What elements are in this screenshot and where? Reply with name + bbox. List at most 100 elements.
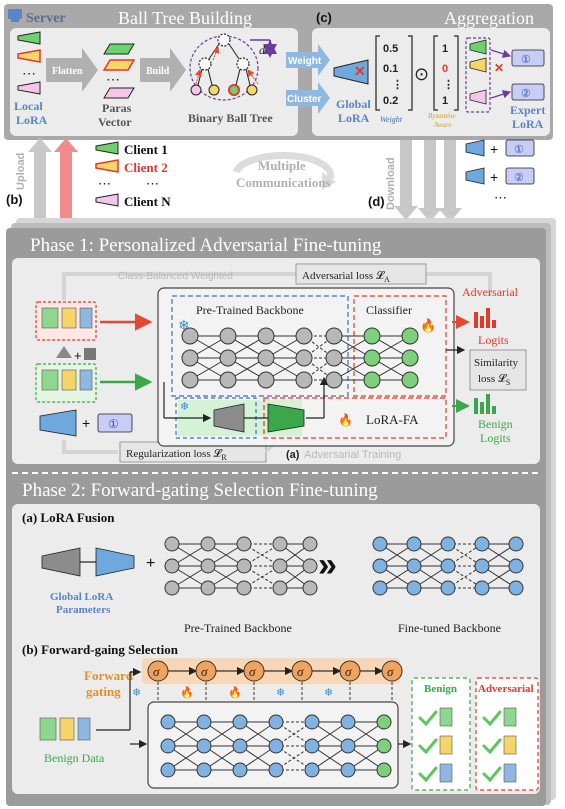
phase1-net-node [219,371,237,389]
svg-text:⋯: ⋯ [22,65,36,81]
gated-net-node [340,738,356,754]
phase1-net-node [295,349,313,367]
dl-pair-2-b [505,167,535,185]
dl-pair-1-a [465,139,485,157]
fusion-double-chevron: » [318,546,337,584]
gated-net-node [160,738,176,754]
adversarial-logits-label-2: Logits [478,333,509,347]
upload-arrow-red-head [54,138,78,152]
gate-unit [381,660,403,682]
server-icon [8,9,22,22]
download-arrow-3-head [438,208,462,222]
gated-net-node [196,762,212,778]
weight-value-1: 0.5 [383,43,398,55]
weight-arrow [286,44,330,76]
phase1-net-node [401,327,419,345]
fusion-finetuned-node [406,580,422,596]
fusion-finetuned-node [474,558,490,574]
fusion-pretrained-nodes [164,536,318,596]
fusion-pretrained-node [236,558,252,574]
fusion-pretrained-node [164,558,180,574]
lora-fa-label: LoRA-FA [366,412,419,427]
client-n-label: Client N [124,194,171,209]
fusion-finetuned-node [372,558,388,574]
fusion-finetuned-label: Fine-tuned Backbone [398,621,501,635]
aggregation-title: Aggregation [444,8,534,28]
check-icon [418,710,438,727]
gated-net-node [160,762,176,778]
fusion-finetuned-node [474,580,490,596]
gated-net-node [376,738,392,754]
reg-loss-label: Regularization loss 𝓛R [126,447,227,462]
section-c-label: (c) [316,10,332,25]
weight-vector [375,35,413,111]
dl-id-2: ② [514,172,524,184]
classifier-fire-icon: 🔥 [420,318,436,333]
check-icon [418,766,438,783]
flatten-arrow [46,48,98,92]
expert-lora-b-2 [511,83,545,101]
expert-cross: ✕ [494,61,504,75]
global-lora-label-1: Global [336,97,371,111]
expert-arrow-2 [490,90,512,99]
dl-pair-2-a [465,167,485,185]
benign-logits-label-1: Benign [478,417,513,431]
phase1-net-node [257,371,275,389]
snowflake-icon: ❄ [324,687,333,699]
fusion-finetuned-node [372,536,388,552]
odot-symbol: ⊙ [414,64,429,84]
download-arrow-1-head [394,206,418,220]
gated-net-node [232,738,248,754]
weight-label: Weight [288,56,322,67]
result-doc [503,707,517,727]
fusion-lora-b [95,547,135,577]
dl-plus-1: + [490,141,498,157]
expert-lora-label-1: Expert [510,103,545,117]
adversarial-logits-label-1: Adversarial [462,285,519,299]
section-b-label: (b) [6,192,23,207]
forward-label: Forward [84,668,134,683]
fusion-finetuned-node [406,536,422,552]
expert-arrow-1 [490,49,512,58]
lora-fa-fire-icon: 🔥 [338,413,353,427]
byzantine-caption-2: Aware [433,121,452,129]
gated-net-node [232,714,248,730]
check-icon [418,738,438,755]
fusion-pretrained-node [302,580,318,596]
fusion-finetuned-node [474,536,490,552]
classifier-label: Classifier [366,303,412,317]
gated-net-node [304,762,320,778]
adv-training-sub: (a) [286,449,300,461]
byz-value-1: 1 [442,43,448,55]
byz-value-dots: ⋮ [443,79,454,91]
fusion-pretrained-node [200,558,216,574]
upload-label: Upload [15,153,27,190]
paras-vector-stack: ⋯ [102,43,136,99]
fwd-selection-label: (b) Forward-gaing Selection [22,642,179,657]
gated-net-node [376,762,392,778]
dl-plus-2: + [490,169,498,185]
multiple-label-2: Communications [236,175,331,190]
lora-fusion-label: (a) LoRA Fusion [22,510,115,525]
adv-data-docs [41,307,93,329]
phase1-net-node [181,327,199,345]
weight-caption: Weight [380,115,403,124]
phase1-net-node [295,327,313,345]
paras-label-2: Vector [98,115,132,129]
phase1-lora-id: ① [108,417,119,431]
client-1-swatch [95,141,119,155]
client-1-label: Client 1 [124,142,168,157]
phase1-net-node [181,349,199,367]
gate-sigma: σ [387,664,394,679]
dl-id-1: ① [514,144,524,156]
reg-path [62,440,118,454]
global-lora-icon: ✕ [333,59,369,85]
fusion-pretrained-node [272,580,288,596]
local-lora-label-2: LoRA [16,113,48,127]
fusion-pretrained-label: Pre-Trained Backbone [184,621,292,635]
fusion-finetuned-node [440,558,456,574]
weight-value-2: 0.1 [383,63,398,75]
benign-data-stack [39,717,91,741]
cluster-arrow [286,82,330,114]
